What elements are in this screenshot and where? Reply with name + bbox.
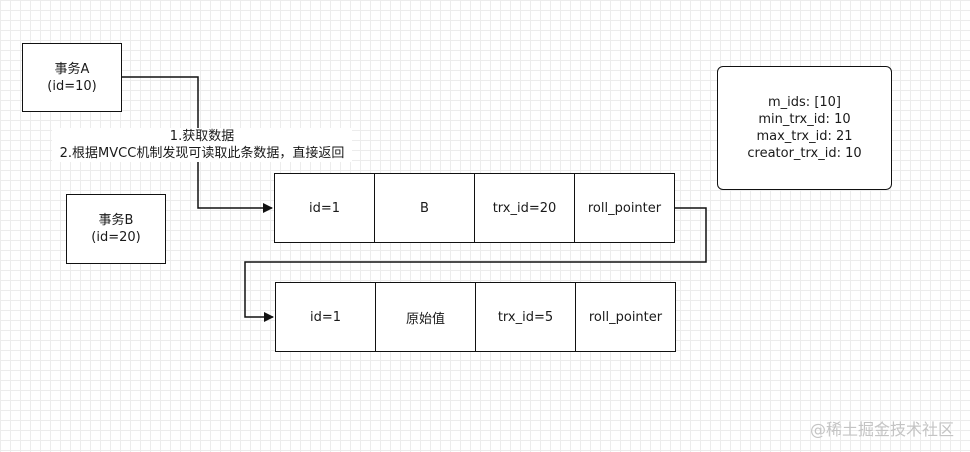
- transaction-b-id: (id=20): [91, 230, 141, 245]
- watermark: @稀土掘金技术社区: [809, 420, 954, 439]
- transaction-a-box: 事务A (id=10): [22, 43, 122, 112]
- row-current-cell: trx_id=20: [474, 173, 575, 243]
- row-current-cell: roll_pointer: [574, 173, 675, 243]
- transaction-b-name: 事务B: [98, 213, 134, 228]
- step-label-line1: 1.获取数据: [169, 129, 235, 144]
- row-current-cell: id=1: [274, 173, 375, 243]
- read-view-creator-trx-id: creator_trx_id: 10: [747, 146, 862, 161]
- row-current-cell: B: [374, 173, 475, 243]
- transaction-b-box: 事务B (id=20): [66, 194, 166, 264]
- read-view-m-ids: m_ids: [10]: [768, 95, 841, 110]
- arrow-row1-to-row2: [244, 207, 707, 322]
- transaction-a-id: (id=10): [47, 78, 97, 94]
- row-previous-cell: id=1: [275, 282, 376, 352]
- read-view-min-trx-id: min_trx_id: 10: [758, 112, 851, 127]
- row-previous-cell: 原始值: [375, 282, 476, 352]
- row-previous-cell: trx_id=5: [475, 282, 576, 352]
- row-previous-cell: roll_pointer: [575, 282, 676, 352]
- step-label: 1.获取数据 2.根据MVCC机制发现可读取此条数据，直接返回: [52, 128, 352, 162]
- read-view-max-trx-id: max_trx_id: 21: [756, 129, 853, 144]
- step-label-line2: 2.根据MVCC机制发现可读取此条数据，直接返回: [59, 146, 345, 161]
- transaction-a-name: 事务A: [54, 61, 90, 77]
- read-view-box: m_ids: [10] min_trx_id: 10 max_trx_id: 2…: [717, 66, 892, 190]
